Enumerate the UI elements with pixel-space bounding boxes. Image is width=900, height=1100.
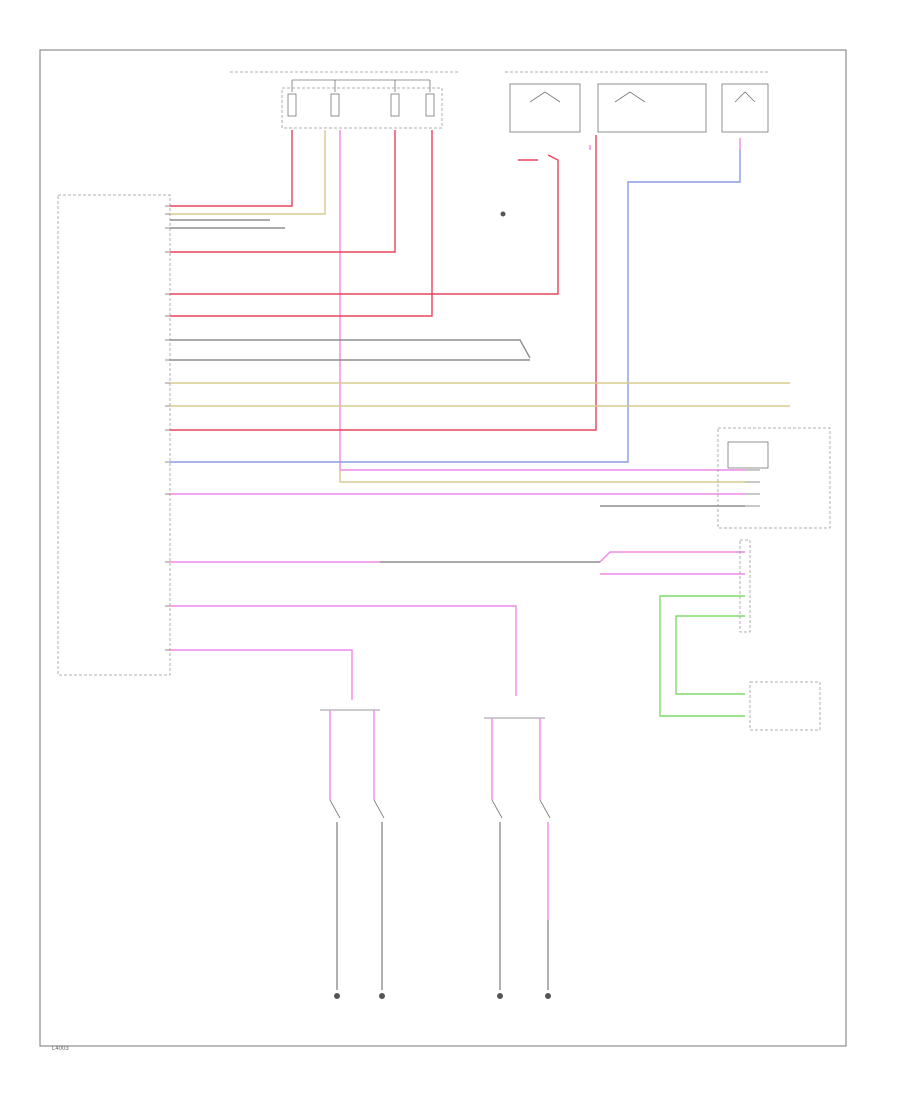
top-feed-wires <box>170 130 745 471</box>
module-pin-ticks <box>165 205 170 651</box>
ignition-switch-box <box>500 71 770 217</box>
diagram-code: L4003 <box>52 1046 69 1052</box>
instrument-cluster-box <box>717 427 831 529</box>
module-output-wires <box>170 339 790 507</box>
fuse-box-left <box>230 71 460 129</box>
data-bus-wires <box>170 539 821 731</box>
diagram-frame <box>39 49 847 1047</box>
ignition-feed-wires <box>170 135 741 463</box>
door-switch-right-front <box>329 710 385 999</box>
door-switch-left-front <box>491 718 551 999</box>
door-ajar-wires <box>170 605 545 719</box>
body-control-module-outline <box>57 194 171 676</box>
